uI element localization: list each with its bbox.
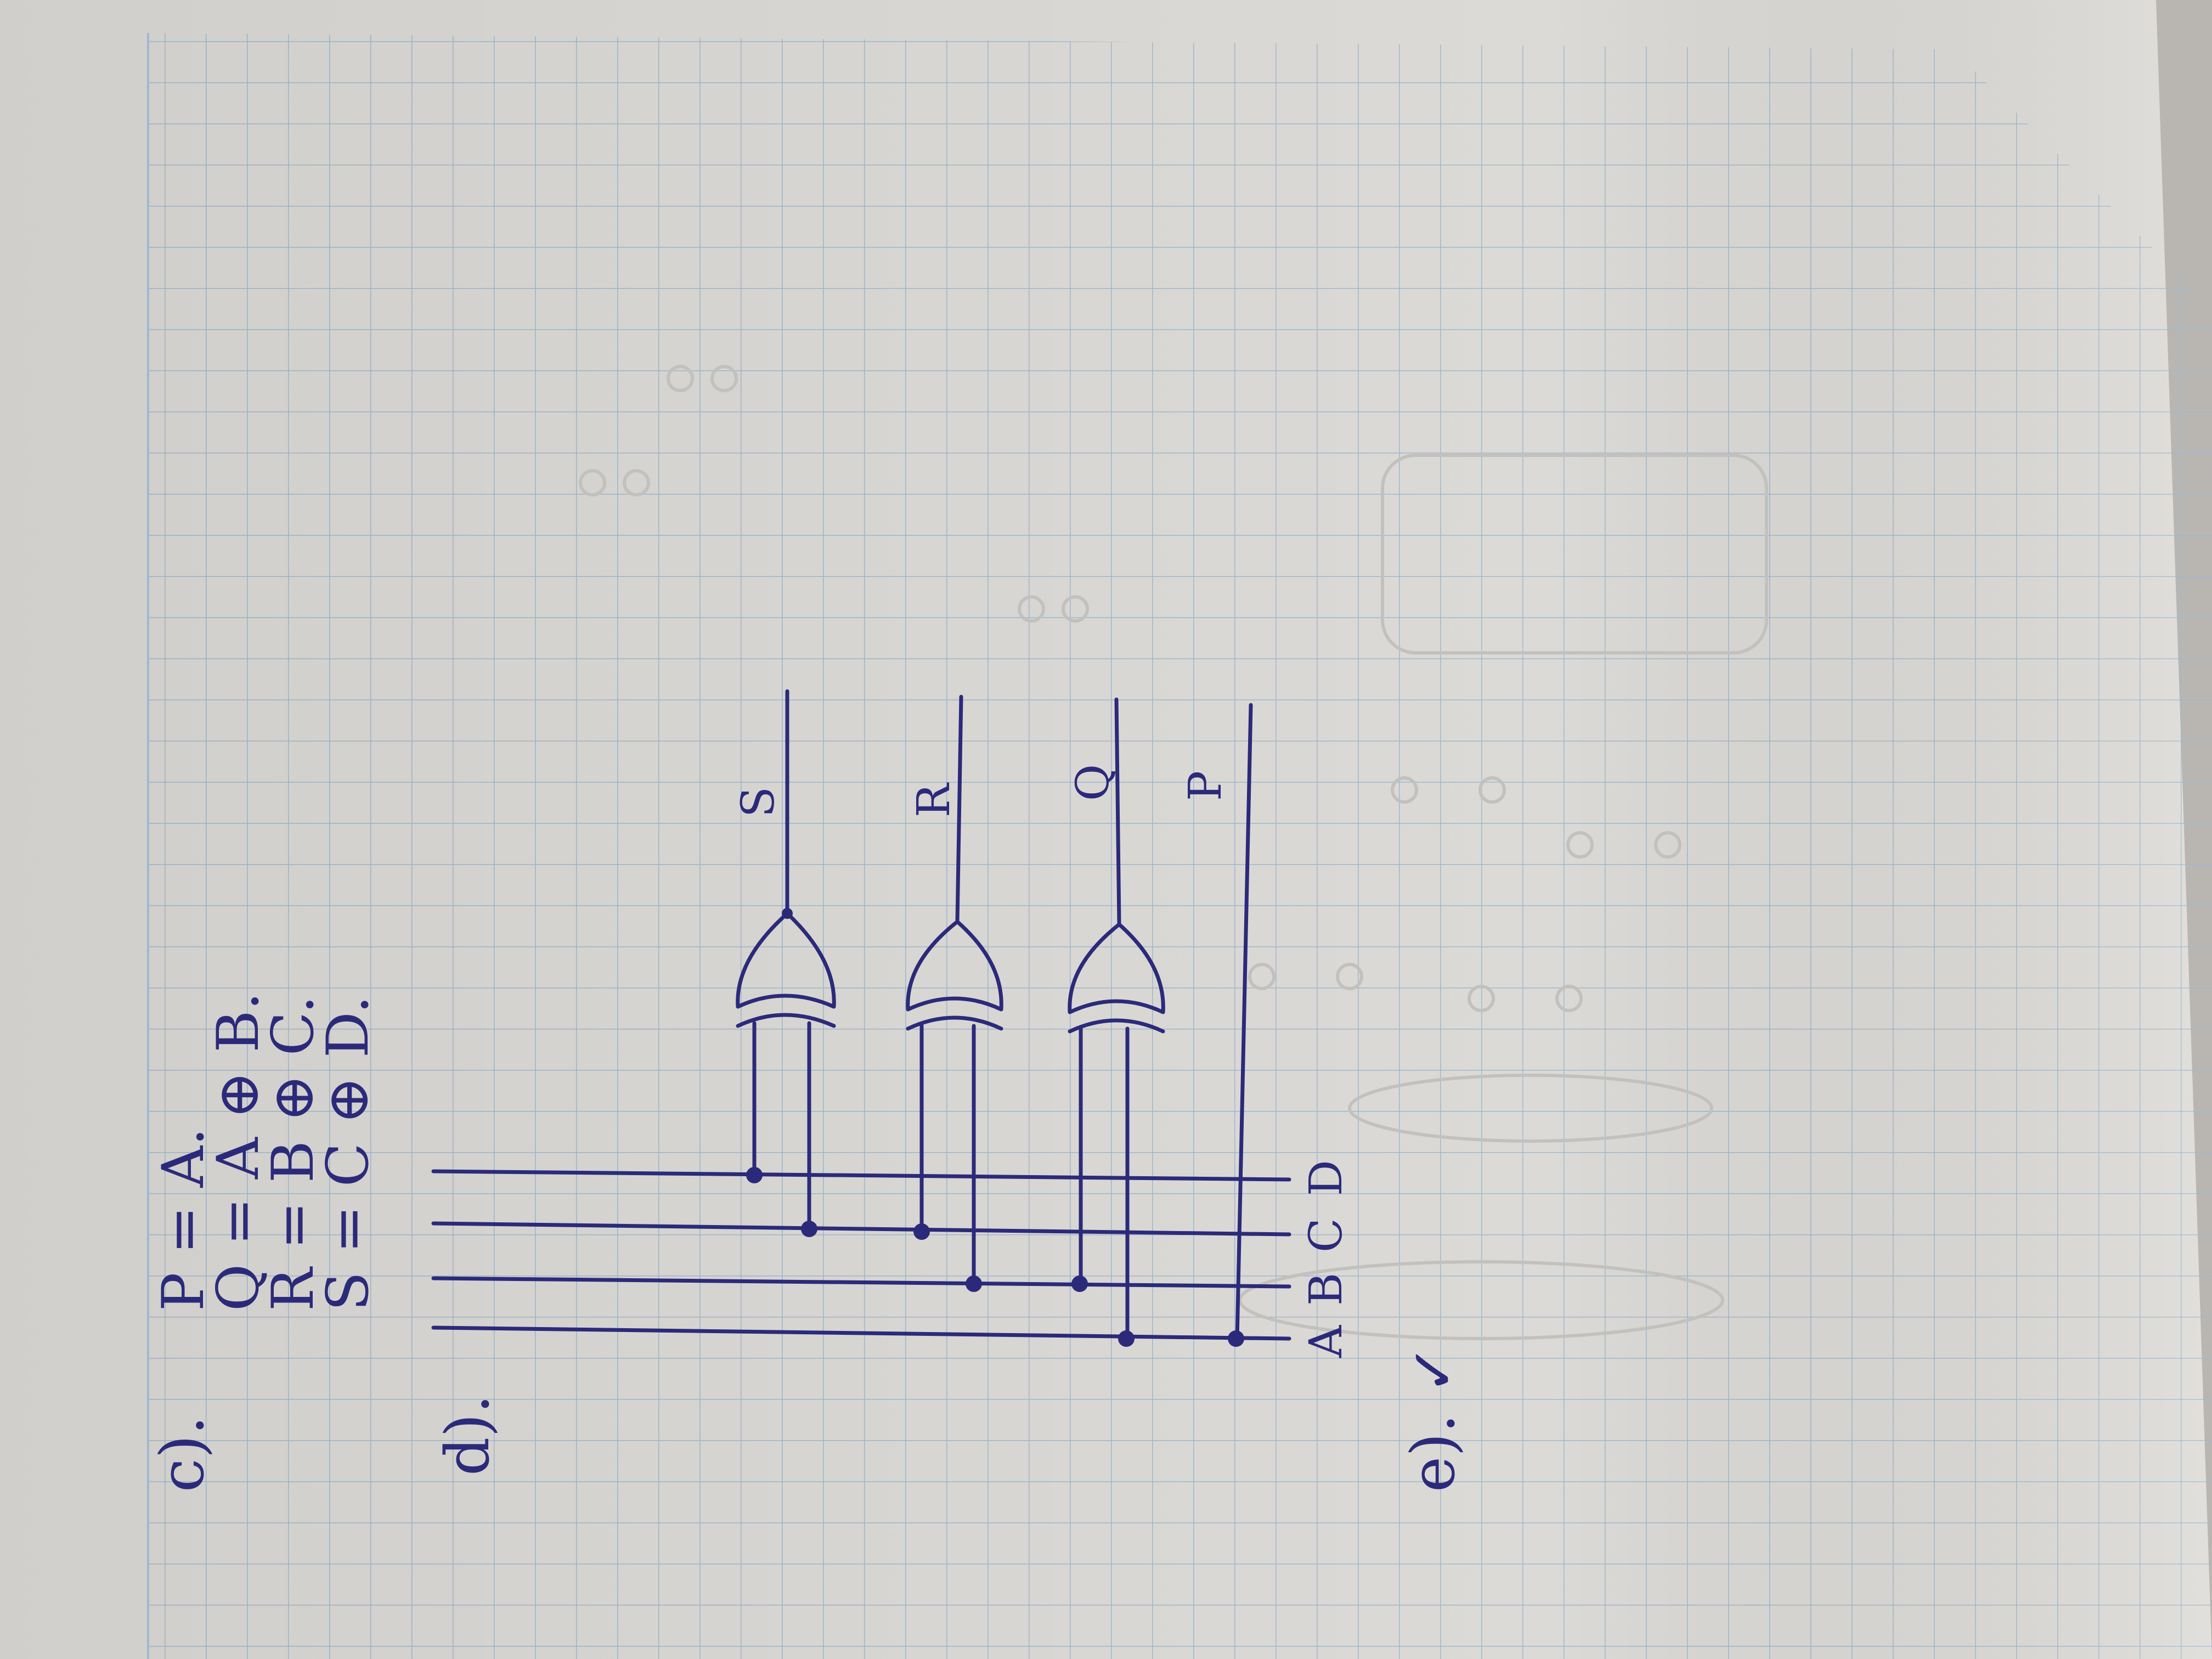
part-c-label: c). bbox=[147, 1416, 217, 1493]
output-label-q: Q bbox=[1067, 764, 1119, 801]
input-label-a: A bbox=[1300, 1324, 1352, 1358]
output-label-p: P bbox=[1180, 771, 1232, 801]
input-label-c: C bbox=[1300, 1218, 1352, 1252]
xor-circuit: A B C D bbox=[431, 689, 1352, 1358]
input-label-d: D bbox=[1300, 1160, 1352, 1196]
part-d-label: d). bbox=[432, 1395, 503, 1476]
bus-line-a bbox=[431, 1325, 1291, 1341]
equation-q: Q = A ⊕ B. bbox=[205, 992, 272, 1311]
equation-p: P = A. bbox=[150, 1127, 217, 1311]
xor-gate-r bbox=[906, 695, 1003, 1292]
bus-line-d bbox=[431, 1169, 1291, 1182]
xor-gate-q bbox=[1068, 697, 1165, 1347]
equation-s: S = C ⊕ D. bbox=[314, 995, 381, 1311]
part-e-label: e). ✓ bbox=[1398, 1344, 1468, 1492]
equation-r: R = B ⊕ C. bbox=[259, 995, 326, 1311]
output-label-r: R bbox=[908, 782, 960, 817]
bus-line-b bbox=[431, 1276, 1291, 1289]
input-label-b: B bbox=[1300, 1273, 1352, 1306]
bus-line-c bbox=[431, 1221, 1291, 1237]
xor-gate-s bbox=[736, 689, 836, 1237]
output-label-s: S bbox=[732, 787, 785, 817]
part-c-equations: c). P = A. Q = A ⊕ B. R = B ⊕ C. S = C ⊕… bbox=[147, 992, 381, 1492]
wire-p bbox=[1228, 703, 1253, 1347]
